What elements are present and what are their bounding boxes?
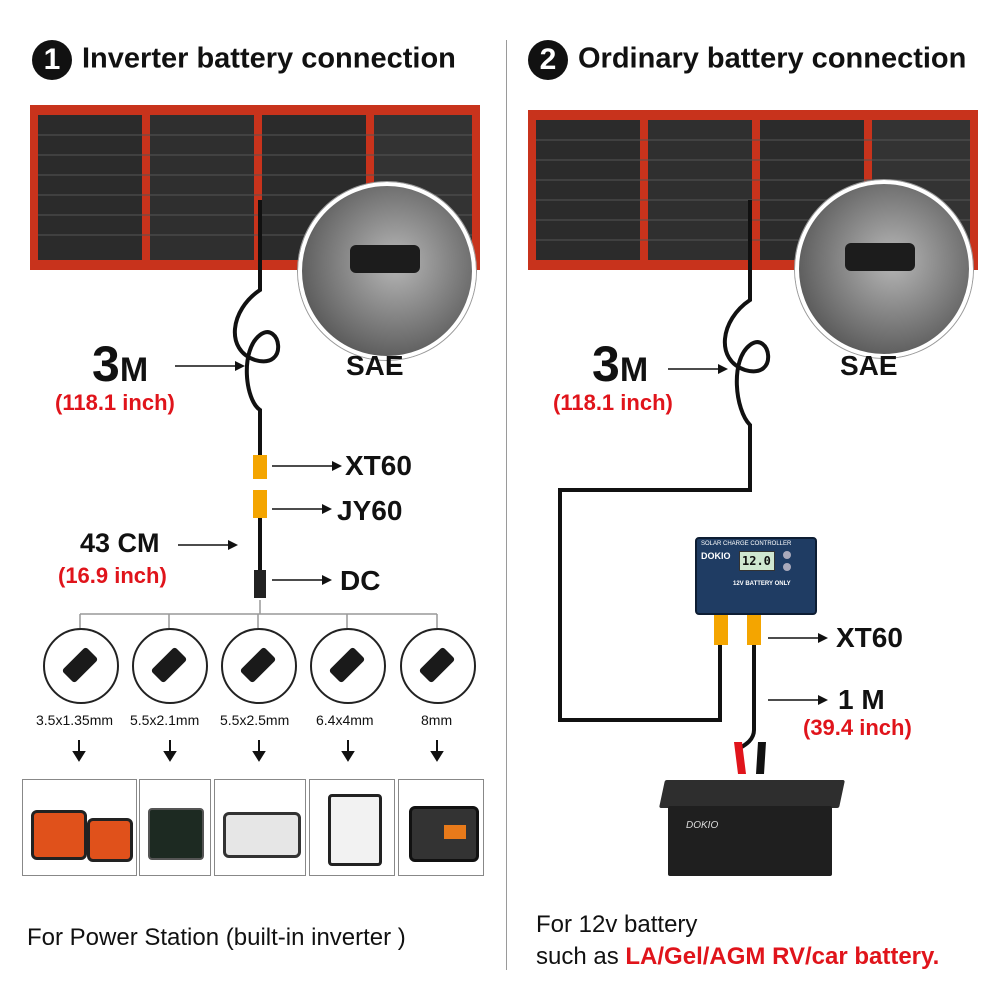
left-title: 1 Inverter battery connection [32, 40, 456, 80]
left-label-sae: SAE [346, 350, 404, 381]
battery-body: DOKIO [668, 806, 832, 876]
controller-mode-button[interactable] [783, 551, 791, 559]
dc-plug-left [254, 570, 266, 598]
left-sae-connector-closeup [298, 182, 476, 360]
dc-tip-5-plug-icon [418, 646, 456, 684]
car-battery-graphic: DOKIO [659, 780, 845, 880]
left-label-jy60: JY60 [337, 495, 403, 526]
left-label-dc: DC [340, 565, 381, 596]
left-label-xt60: XT60 [345, 450, 412, 481]
controller-lcd-reading: 12.0 [742, 554, 771, 568]
left-cable-length-number: 3 [92, 336, 120, 392]
controller-header: SOLAR CHARGE CONTROLLER [701, 541, 792, 547]
battery-lid [659, 780, 845, 808]
jy60-plug-left [253, 490, 267, 518]
dc-tip-1-size: 3.5x1.35mm [36, 712, 114, 728]
dc-tip-4-size: 6.4x4mm [316, 712, 374, 728]
right-cable-length: 3M [592, 335, 648, 393]
battery-brand-label: DOKIO [686, 820, 719, 831]
left-cable-length-unit: M [119, 351, 149, 389]
device-power-station-5 [398, 779, 484, 876]
controller-lcd: 12.0 [739, 551, 775, 571]
power-station-icon [328, 794, 382, 866]
device-power-station-1 [22, 779, 137, 876]
left-cable-arrow [175, 361, 245, 371]
left-step-number: 1 [32, 40, 72, 80]
right-caption-battery-types: LA/Gel/AGM RV/car battery. [625, 943, 940, 970]
xt60-plug-right-b [747, 615, 761, 645]
dc-tip-5-size: 8mm [421, 712, 453, 728]
panel-divider [506, 40, 507, 970]
right-xt60-arrow [768, 633, 828, 643]
right-sae-plug-icon [845, 243, 915, 271]
xt60-plug-left [253, 455, 267, 479]
dc-tip-2-size: 5.5x2.1mm [130, 712, 200, 728]
right-cable-inch: (118.1 inch) [553, 390, 673, 415]
red-clip-icon [734, 742, 746, 774]
left-cable-graphic [232, 200, 281, 598]
left-adapter-arrow [178, 540, 238, 550]
left-adapter-inch: (16.9 inch) [58, 563, 167, 588]
tip-down-arrows [72, 740, 444, 762]
dc-tip-1-plug-icon [61, 646, 99, 684]
right-caption-prefix: such as [536, 943, 626, 970]
left-sae-plug-icon [350, 245, 420, 273]
device-power-station-4 [309, 779, 395, 876]
right-cable-arrow [668, 364, 728, 374]
right-title-text: Ordinary battery connection [578, 42, 967, 75]
controller-set-button[interactable] [783, 563, 791, 571]
left-caption: For Power Station (built-in inverter ) [27, 924, 406, 951]
left-cable-inch: (118.1 inch) [55, 390, 175, 415]
dc-tip-2 [132, 628, 208, 704]
right-cable-length-unit: M [619, 351, 649, 389]
alligator-clips [734, 742, 766, 774]
right-cable-graphic [558, 200, 771, 750]
power-station-icon [223, 812, 301, 858]
power-station-icon [409, 806, 479, 862]
solar-charge-controller: SOLAR CHARGE CONTROLLER DOKIO 12.0 12V B… [695, 537, 817, 615]
power-station-icon [87, 818, 133, 862]
device-power-station-3 [214, 779, 306, 876]
right-battery-cable-length: 1 M [838, 684, 885, 715]
right-label-xt60: XT60 [836, 622, 903, 653]
device-power-station-2 [139, 779, 211, 876]
right-battery-cable-inch: (39.4 inch) [803, 715, 912, 740]
dc-tip-3-size: 5.5x2.5mm [220, 712, 290, 728]
dc-tip-1 [43, 628, 119, 704]
left-tip-distribution-lines [79, 600, 438, 628]
left-jy60-arrow [272, 504, 332, 514]
left-title-text: Inverter battery connection [82, 42, 456, 75]
left-adapter-length: 43 CM [80, 528, 160, 558]
controller-brand: DOKIO [701, 551, 731, 561]
right-caption-line2: such as LA/Gel/AGM RV/car battery. [536, 943, 939, 971]
right-title: 2 Ordinary battery connection [528, 40, 966, 80]
controller-battery-note: 12V BATTERY ONLY [733, 581, 791, 587]
dc-tip-2-plug-icon [150, 646, 188, 684]
right-caption-line1: For 12v battery [536, 911, 698, 938]
power-station-icon [31, 810, 87, 860]
dc-tip-3 [221, 628, 297, 704]
left-cable-length: 3M [92, 335, 148, 393]
dc-tip-5 [400, 628, 476, 704]
left-dc-arrow [272, 575, 332, 585]
right-battery-cable-arrow [768, 695, 828, 705]
left-xt60-arrow [272, 461, 342, 471]
right-label-sae: SAE [840, 350, 898, 381]
dc-tip-4-plug-icon [328, 646, 366, 684]
dc-tip-3-plug-icon [239, 646, 277, 684]
xt60-plug-right-a [714, 615, 728, 645]
dc-tip-4 [310, 628, 386, 704]
right-cable-length-number: 3 [592, 336, 620, 392]
right-step-number: 2 [528, 40, 568, 80]
power-station-icon [148, 808, 204, 860]
black-clip-icon [756, 742, 766, 774]
